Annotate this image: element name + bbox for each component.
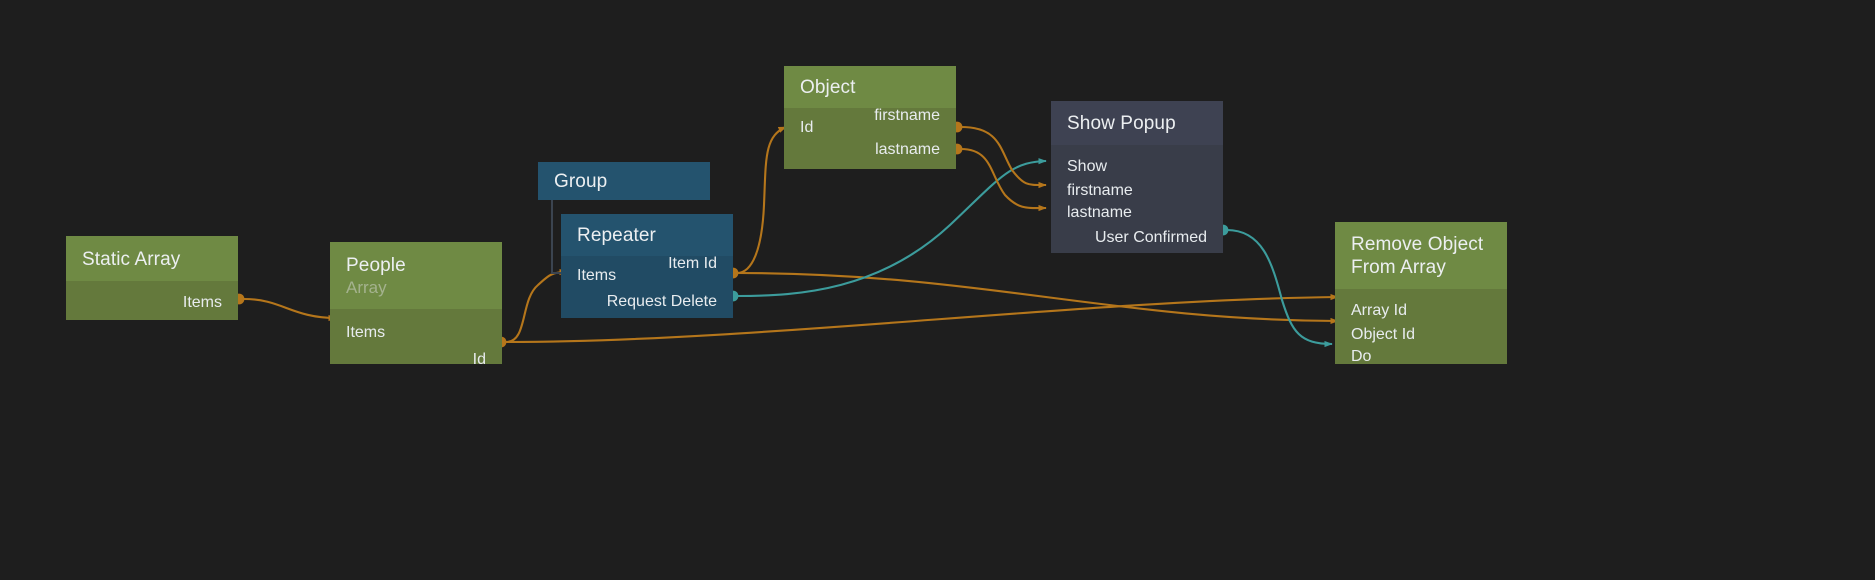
wire-object-lastname-to-show-popup-lastname: [960, 147, 1047, 212]
input-port-remove-object-object-id[interactable]: Object Id: [1335, 323, 1507, 346]
port-label-show: Show: [1067, 158, 1108, 175]
node-header-show-popup: Show Popup: [1051, 101, 1223, 145]
input-port-repeater-items[interactable]: Items: [561, 264, 733, 288]
wire-people-id-to-repeater-items: [505, 268, 568, 344]
output-port-object-lastname[interactable]: lastname: [784, 139, 956, 161]
input-port-show-popup-show[interactable]: Show: [1051, 155, 1223, 179]
port-label-lastname: lastname: [1067, 204, 1132, 221]
output-port-repeater-request-delete[interactable]: Request Delete: [561, 288, 733, 315]
node-subtitle-people: Array: [346, 278, 387, 297]
node-body-show-popup: Show firstname lastname User Confirmed: [1051, 145, 1223, 253]
node-body-repeater: Items Item Id Request Delete: [561, 255, 733, 318]
node-header-people: People Array: [330, 242, 502, 309]
node-body-remove-object-from-array: Array Id Object Id Do: [1335, 289, 1507, 364]
port-label-id: Id: [800, 118, 814, 136]
node-title-remove-object-from-array: Remove Object From Array: [1351, 234, 1484, 278]
wire-repeater-item-id-to-object-id: [736, 126, 787, 275]
port-label-item-id: Item Id: [668, 255, 717, 272]
input-port-show-popup-firstname[interactable]: firstname: [1051, 179, 1223, 202]
node-header-remove-object-from-array: Remove Object From Array: [1335, 222, 1507, 289]
input-port-remove-object-array-id[interactable]: Array Id: [1335, 299, 1507, 323]
node-static-array[interactable]: Static Array Items: [66, 236, 238, 320]
wire-repeater-item-id-to-remove-object-object-id: [736, 271, 1339, 325]
node-title-show-popup: Show Popup: [1067, 113, 1176, 134]
wire-show-popup-user-confirmed-to-remove-object-do: [1226, 228, 1333, 348]
node-body-object: Id firstname lastname: [784, 107, 956, 169]
input-port-people-items[interactable]: Items: [330, 319, 502, 346]
node-remove-object-from-array[interactable]: Remove Object From Array Array Id Object…: [1335, 222, 1507, 364]
node-header-object: Object: [784, 66, 956, 108]
output-port-static-array-items[interactable]: Items: [66, 289, 238, 316]
port-label-firstname: firstname: [874, 107, 940, 124]
input-port-remove-object-do[interactable]: Do: [1335, 346, 1507, 364]
port-label-lastname: lastname: [875, 141, 940, 158]
port-label-items: Items: [182, 293, 222, 311]
node-body-people: Items Id: [330, 309, 502, 364]
node-repeater[interactable]: Repeater Items Item Id Request Delete: [561, 214, 733, 318]
port-label-items: Items: [577, 267, 617, 284]
port-label-request-delete: Request Delete: [606, 292, 717, 310]
node-header-group: Group: [538, 162, 710, 200]
node-group[interactable]: Group: [538, 162, 710, 200]
node-people[interactable]: People Array Items Id: [330, 242, 502, 364]
node-title-group: Group: [554, 171, 608, 192]
port-label-object-id: Object Id: [1351, 325, 1416, 343]
node-header-static-array: Static Array: [66, 236, 238, 281]
node-title-static-array: Static Array: [82, 249, 181, 270]
wire-object-firstname-to-show-popup-firstname: [960, 125, 1047, 189]
port-label-array-id: Array Id: [1351, 302, 1408, 319]
port-label-do: Do: [1351, 348, 1372, 364]
output-port-show-popup-user-confirmed[interactable]: User Confirmed: [1051, 224, 1223, 251]
node-title-people: People: [346, 255, 406, 276]
node-header-repeater: Repeater: [561, 214, 733, 256]
node-show-popup[interactable]: Show Popup Show firstname lastname User …: [1051, 101, 1223, 253]
input-port-show-popup-lastname[interactable]: lastname: [1051, 202, 1223, 224]
node-title-object: Object: [800, 77, 856, 98]
node-body-static-array: Items: [66, 281, 238, 320]
output-port-people-id[interactable]: Id: [330, 346, 502, 365]
port-label-items: Items: [346, 323, 386, 341]
port-label-id: Id: [472, 350, 486, 365]
port-label-firstname: firstname: [1067, 181, 1133, 199]
input-port-object-id[interactable]: Id: [784, 116, 956, 139]
wire-static-array-items-to-people-items: [243, 297, 337, 322]
node-object[interactable]: Object Id firstname lastname: [784, 66, 956, 169]
port-label-user-confirmed: User Confirmed: [1094, 228, 1207, 246]
node-title-repeater: Repeater: [577, 225, 656, 246]
wire-repeater-request-delete-to-show-popup-show: [737, 158, 1047, 298]
